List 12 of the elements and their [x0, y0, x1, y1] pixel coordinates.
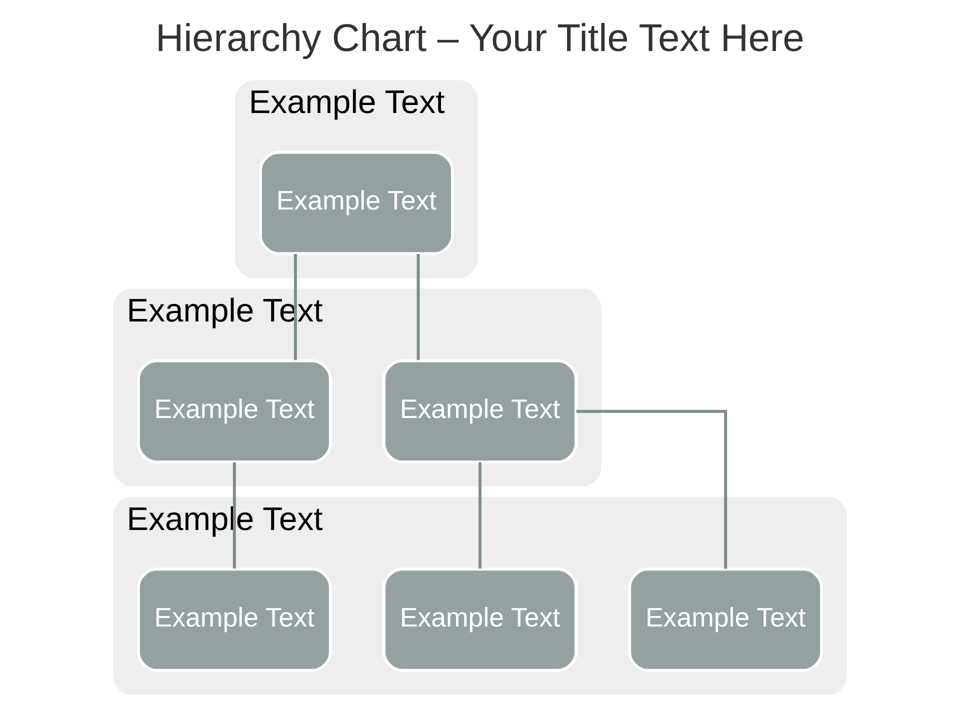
node-box: Example Text	[628, 568, 824, 672]
connector	[478, 462, 482, 569]
connector	[232, 462, 236, 569]
node-box: Example Text	[136, 568, 332, 672]
connector	[576, 410, 728, 569]
connector	[416, 254, 420, 360]
node-box: Example Text	[382, 359, 578, 464]
node-box: Example Text	[382, 568, 578, 672]
connector	[294, 254, 297, 360]
diagram-title: Hierarchy Chart – Your Title Text Here	[156, 16, 804, 60]
node-box: Example Text	[258, 150, 454, 256]
node-box: Example Text	[136, 359, 332, 464]
